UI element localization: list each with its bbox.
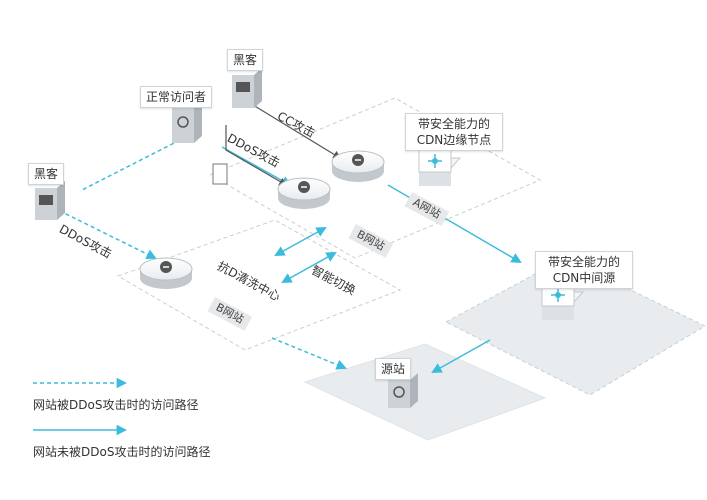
mid-zone xyxy=(444,257,707,396)
origin-label: 源站 xyxy=(375,358,412,380)
mid-to-origin-line xyxy=(431,339,491,374)
legend-solid-text: 网站未被DDoS攻击时的访问路径 xyxy=(33,445,211,459)
small-marker xyxy=(212,163,228,185)
cdn-mid-label: 带安全能力的CDN中间源 xyxy=(535,251,633,289)
hacker-left-label: 黑客 xyxy=(28,163,65,185)
cc-line xyxy=(252,104,342,159)
normal-visitor-label: 正常访问者 xyxy=(140,86,213,108)
switch-arrow-lower xyxy=(281,251,337,284)
legend-dashed-text: 网站被DDoS攻击时的访问路径 xyxy=(33,398,199,412)
hacker-top-figure xyxy=(232,68,262,108)
edge-disc-b xyxy=(277,177,331,209)
edge-disc-a xyxy=(331,150,385,182)
cdn-edge-cube xyxy=(417,149,462,186)
scrub-to-origin-line xyxy=(271,337,347,370)
cdn-edge-label: 带安全能力的CDN边缘节点 xyxy=(405,113,503,151)
cdn-mid-cube xyxy=(540,283,585,320)
hacker-top-label: 黑客 xyxy=(227,49,264,71)
origin-figure xyxy=(388,373,418,408)
switch-arrow-upper xyxy=(274,226,327,257)
hacker-left-figure xyxy=(35,181,65,220)
visitor-figure xyxy=(172,101,202,143)
normal-dashed-line xyxy=(79,139,181,192)
ddos-top-line xyxy=(225,125,288,186)
scrub-disc xyxy=(139,257,193,289)
origin-zone xyxy=(303,343,547,441)
